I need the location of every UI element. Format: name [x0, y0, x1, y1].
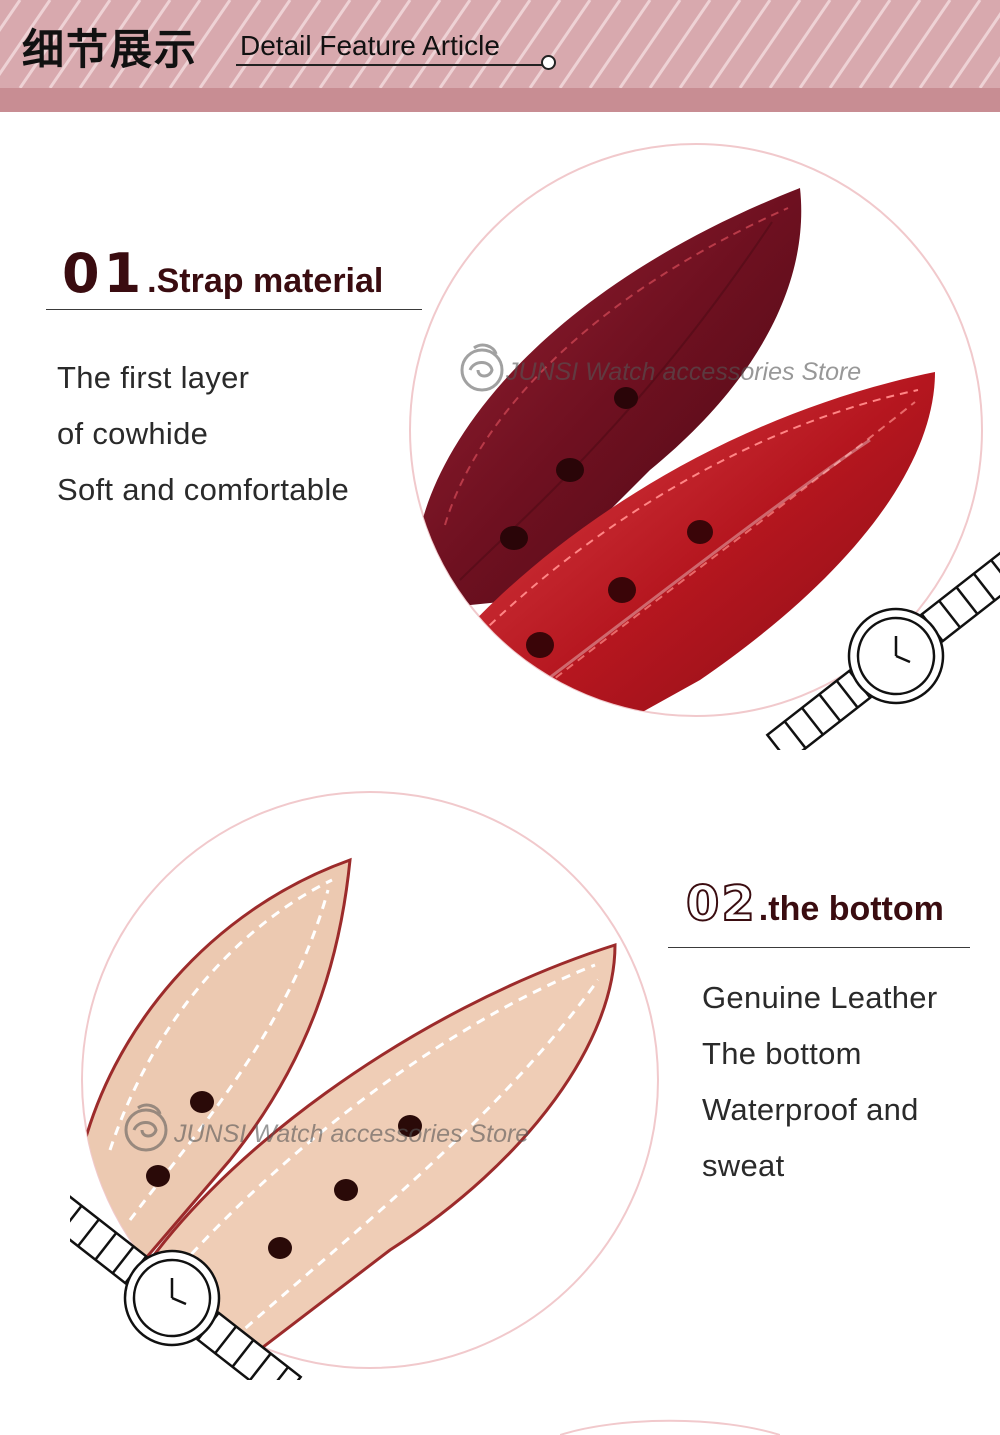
section1-description: The first layer of cowhide Soft and comf… — [57, 350, 349, 518]
header-title-cn: 细节展示 — [22, 25, 199, 74]
section1-title: 01 .Strap material — [62, 242, 383, 305]
section2-line: Genuine Leather — [702, 980, 938, 1015]
section1-watermark: JUNSI Watch accessories Store — [505, 358, 861, 386]
wristwatch-icon — [70, 1190, 303, 1380]
header-title-en: Detail Feature Article — [240, 30, 500, 61]
section2-label: .the bottom — [758, 890, 944, 928]
next-section-arc — [560, 1419, 780, 1435]
header-underline — [236, 64, 546, 66]
section2-line: The bottom — [702, 1036, 862, 1071]
section1-number: 01 — [62, 242, 146, 305]
header-banner: 细节展示 Detail Feature Article — [0, 0, 1000, 112]
section2-line: Waterproof and — [702, 1092, 919, 1127]
section2-number: 02 — [685, 875, 757, 933]
section1-line: Soft and comfortable — [57, 472, 350, 507]
header-dot — [541, 55, 556, 70]
section1-label: .Strap material — [147, 262, 384, 300]
section1-line: The first layer — [57, 360, 250, 395]
section2-description: Genuine Leather The bottom Waterproof an… — [702, 970, 937, 1194]
section2-title: 02 .the bottom — [685, 875, 944, 933]
header-stripe-pattern — [0, 0, 1000, 88]
section1-line: of cowhide — [57, 416, 209, 451]
rose-logo-icon — [124, 1103, 168, 1152]
wristwatch-icon — [765, 548, 1000, 750]
header-band — [0, 88, 1000, 112]
section2-watermark: JUNSI Watch accessories Store — [173, 1120, 529, 1148]
strap-bottom-photo: JUNSI Watch accessories Store — [70, 791, 659, 1380]
section2-rule — [668, 947, 970, 948]
section2-line: sweat — [702, 1148, 785, 1183]
rose-logo-icon — [460, 343, 504, 392]
strap-material-photo: JUNSI Watch accessories Store — [409, 143, 1000, 750]
section1-rule — [46, 309, 422, 310]
